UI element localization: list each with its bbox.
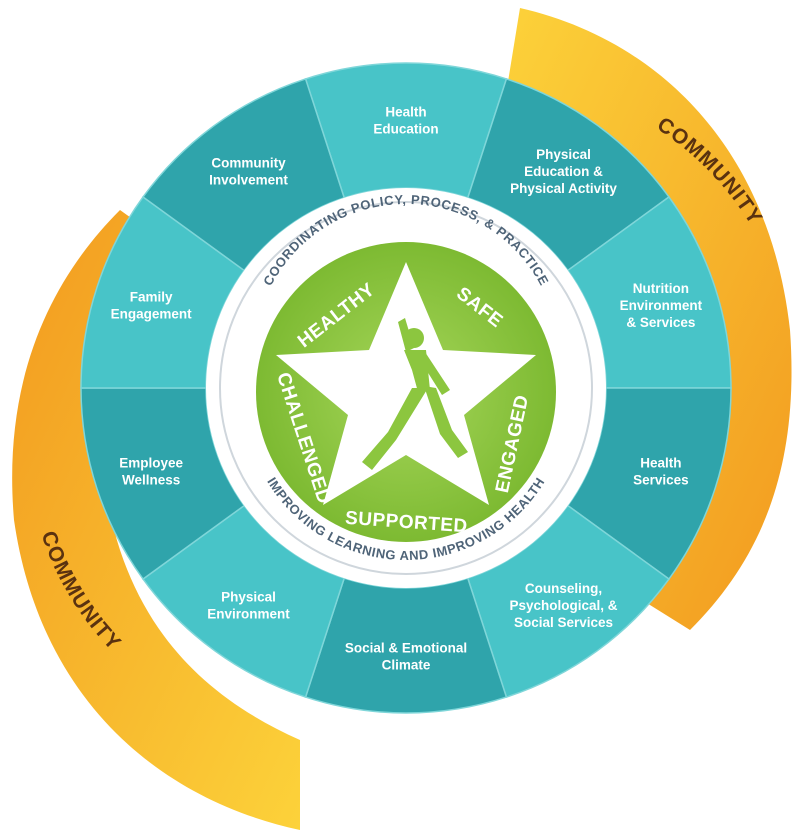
- jumping-person-icon: [362, 318, 468, 470]
- sector-label-line: Community: [211, 156, 286, 171]
- sector-label-line: Family: [130, 290, 173, 305]
- sector-label-line: Involvement: [209, 173, 288, 188]
- sector-label-line: Environment: [207, 606, 290, 621]
- sector-label-line: Environment: [620, 298, 703, 313]
- sector-label-line: Education: [373, 122, 438, 137]
- sector-label-line: Psychological, &: [510, 598, 618, 613]
- sector-label-line: Nutrition: [633, 281, 689, 296]
- sector-label-line: Counseling,: [525, 581, 602, 596]
- sector-label-line: Physical: [536, 147, 591, 162]
- sector-label: Counseling, Psychological, & Social Servic…: [510, 581, 618, 630]
- sector-label-line: Physical: [221, 589, 276, 604]
- inner-ring-border: [219, 201, 593, 575]
- sector-label-line: & Services: [626, 315, 695, 330]
- sector-label-line: Employee: [119, 455, 183, 470]
- sector-label-line: Wellness: [122, 472, 180, 487]
- sector-label-line: Health: [640, 455, 681, 470]
- center-star: [276, 262, 536, 505]
- sector-label-line: Social & Emotional: [345, 641, 467, 656]
- sector-label-line: Physical Activity: [510, 181, 617, 196]
- sector-label-line: Climate: [382, 658, 431, 673]
- sector-label-line: Social Services: [514, 615, 613, 630]
- sector-label-line: Health: [385, 105, 426, 120]
- sector-label-line: Education &: [524, 164, 603, 179]
- sector-label-line: Engagement: [111, 307, 193, 322]
- sector-label-line: Services: [633, 472, 689, 487]
